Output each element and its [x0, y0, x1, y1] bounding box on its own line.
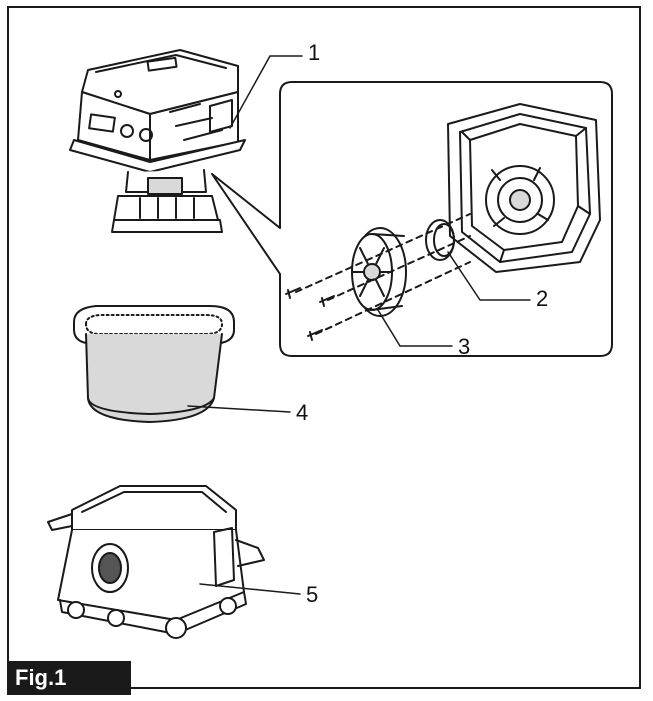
motor-head-part — [69, 49, 246, 233]
tank-part — [47, 485, 265, 639]
filter-bag-part — [73, 305, 235, 423]
figure-label: Fig.1 — [7, 661, 131, 695]
callout-1: 1 — [308, 40, 320, 65]
callout-4: 4 — [296, 400, 308, 425]
leader-lines — [187, 55, 531, 595]
callout-2: 2 — [536, 286, 548, 311]
filter-detail-inset — [211, 81, 613, 357]
callout-5: 5 — [306, 582, 318, 607]
callout-3: 3 — [458, 334, 470, 359]
